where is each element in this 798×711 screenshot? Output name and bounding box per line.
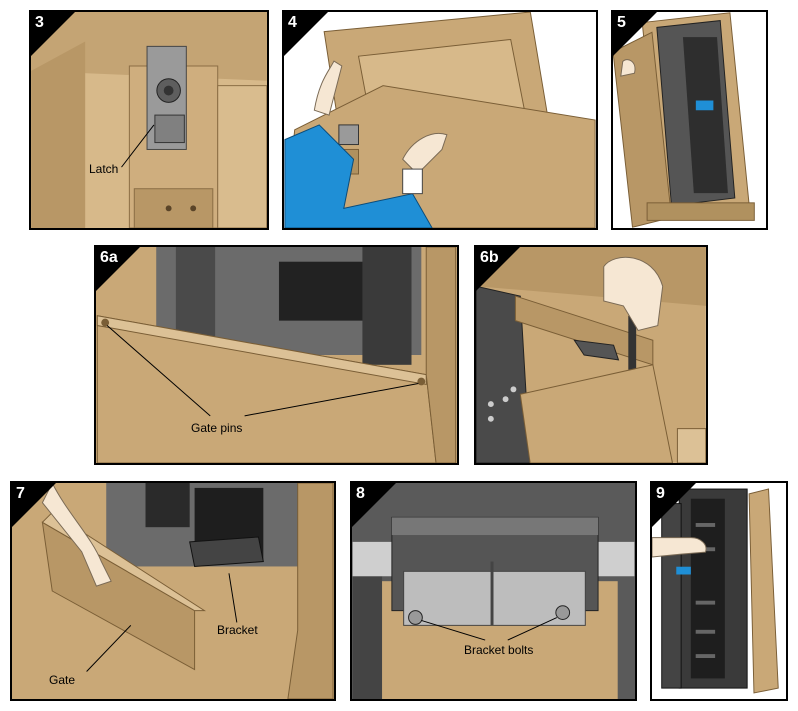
step-badge — [12, 483, 56, 527]
step-number: 3 — [35, 14, 44, 31]
panel-step-6a: 6a Gate pins — [94, 245, 459, 465]
step-badge — [284, 12, 328, 56]
callout-gate-pins: Gate pins — [191, 421, 243, 435]
callout-bracket: Bracket — [217, 623, 258, 637]
step-number: 5 — [617, 14, 626, 31]
callout-latch: Latch — [89, 162, 119, 176]
door-removal-illustration — [284, 12, 596, 228]
step-badge — [31, 12, 75, 56]
step-number: 4 — [288, 14, 297, 31]
step-badge — [613, 12, 657, 56]
bracket-bolts-illustration — [352, 483, 635, 699]
cabinet-tilt-illustration — [613, 12, 755, 228]
step-badge — [652, 483, 696, 527]
panel-step-5: 5 — [611, 10, 768, 230]
step-badge — [476, 247, 520, 291]
gate-pins-illustration — [96, 247, 457, 463]
step-number: 9 — [656, 485, 665, 502]
step-number: 8 — [356, 485, 365, 502]
step-number: 7 — [16, 485, 25, 502]
panel-step-7: 7 Bracket Gate — [10, 481, 336, 701]
panel-step-9: 9 — [650, 481, 788, 701]
step-badge — [96, 247, 140, 291]
step-number: 6a — [100, 249, 118, 266]
gate-removal-illustration — [12, 483, 334, 699]
panel-step-6b: 6b — [474, 245, 708, 465]
callout-gate: Gate — [49, 673, 76, 687]
step-badge — [352, 483, 396, 527]
panel-step-8: 8 Bracket bolts — [350, 481, 637, 701]
latch-illustration — [31, 12, 267, 228]
step-number: 6b — [480, 249, 499, 266]
panel-step-3: 3 Latch — [29, 10, 269, 230]
panel-step-4: 4 — [282, 10, 598, 230]
callout-bracket-bolts: Bracket bolts — [464, 643, 534, 657]
